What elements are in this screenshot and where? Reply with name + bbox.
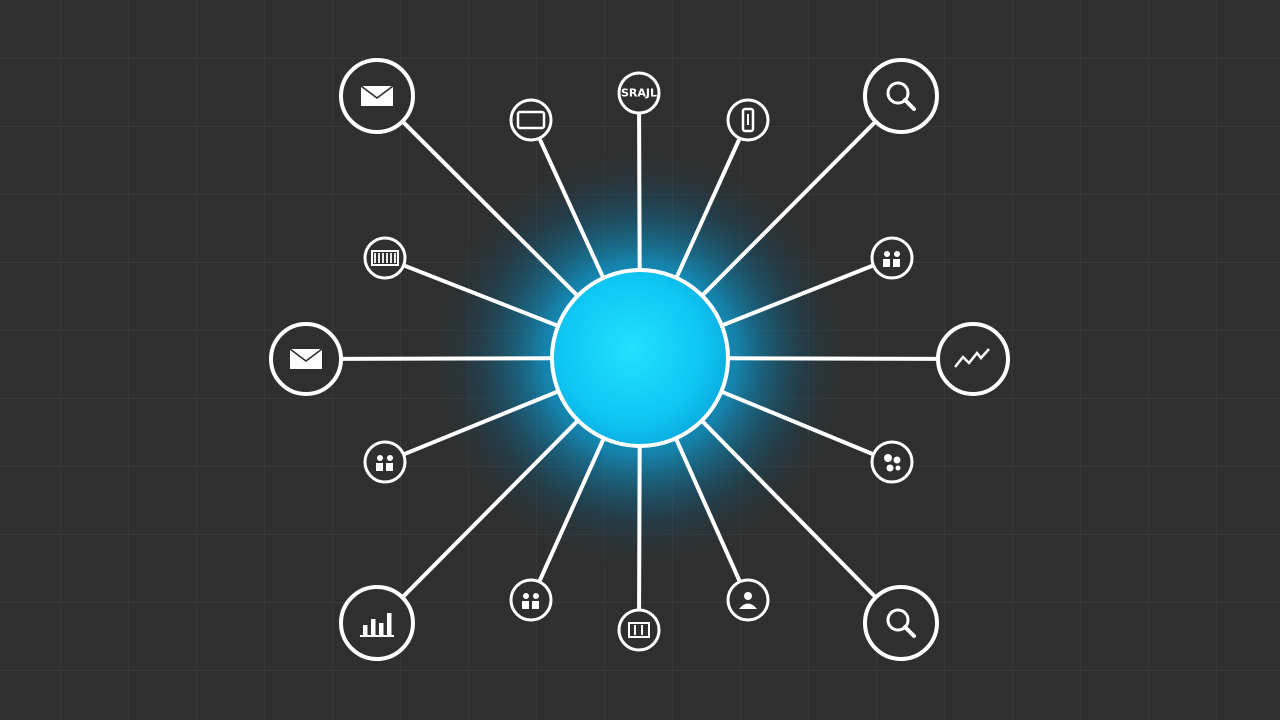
spoke-people-right xyxy=(719,263,875,329)
people-icon xyxy=(883,251,900,267)
node-ring xyxy=(863,58,939,134)
spoke-team-bottom xyxy=(537,435,607,583)
hub-node xyxy=(550,268,730,448)
phone-icon xyxy=(741,107,755,133)
node-label: SRAJL xyxy=(621,87,657,100)
spoke-card-top xyxy=(537,137,607,281)
node-ring xyxy=(509,578,553,622)
node-ring xyxy=(509,98,553,142)
node-mail-left xyxy=(269,322,343,396)
node-phone-top xyxy=(726,98,770,142)
node-ring xyxy=(863,585,939,661)
node-search-bottom-right xyxy=(863,585,939,661)
spoke-search-top-right xyxy=(699,120,878,299)
cluster-icon xyxy=(884,454,901,472)
node-ring xyxy=(870,440,914,484)
spoke-barcode-left xyxy=(402,263,561,329)
trend-line-icon xyxy=(954,348,990,368)
node-group-left xyxy=(363,440,407,484)
node-ring xyxy=(363,236,407,280)
magnifier-icon xyxy=(886,608,916,638)
barcode-icon xyxy=(371,250,399,266)
envelope-icon xyxy=(289,348,323,369)
spoke-phone-top xyxy=(673,137,742,281)
nodes-group: SRAJL xyxy=(269,58,1010,661)
envelope-icon xyxy=(360,85,394,106)
person-icon xyxy=(739,592,757,609)
node-ring xyxy=(339,585,415,661)
node-search-top-right xyxy=(863,58,939,134)
node-settings-right xyxy=(870,440,914,484)
spoke-mail-left xyxy=(340,356,555,361)
card-icon xyxy=(516,110,546,130)
spoke-settings-right xyxy=(718,388,875,457)
spoke-mail-top-left xyxy=(401,119,581,299)
node-barcode-left xyxy=(363,236,407,280)
node-user-bottom xyxy=(726,578,770,622)
people-icon xyxy=(376,455,393,471)
node-text-top: SRAJL xyxy=(617,71,661,115)
node-people-right xyxy=(870,236,914,280)
node-chart-bottom-left xyxy=(339,585,415,661)
spoke-text-top xyxy=(637,112,642,273)
spoke-chart-bottom-left xyxy=(400,417,581,599)
spoke-doc-bottom xyxy=(637,443,642,611)
node-team-bottom xyxy=(509,578,553,622)
node-ring xyxy=(617,71,661,115)
spoke-search-bottom-right xyxy=(698,417,878,599)
node-ring xyxy=(363,440,407,484)
bar-chart-icon xyxy=(360,613,394,637)
magnifier-icon xyxy=(886,81,916,111)
spoke-trend-right xyxy=(725,356,939,361)
node-ring xyxy=(617,608,661,652)
people-icon xyxy=(522,593,539,609)
node-doc-bottom xyxy=(617,608,661,652)
document-icon xyxy=(628,622,650,638)
spoke-user-bottom xyxy=(673,435,742,583)
node-card-top xyxy=(509,98,553,142)
node-ring xyxy=(870,236,914,280)
spokes-group xyxy=(340,112,939,611)
node-trend-right xyxy=(936,322,1010,396)
text-glyph-icon: SRAJL xyxy=(621,87,657,100)
spoke-group-left xyxy=(402,388,562,457)
node-mail-top-left xyxy=(339,58,415,134)
